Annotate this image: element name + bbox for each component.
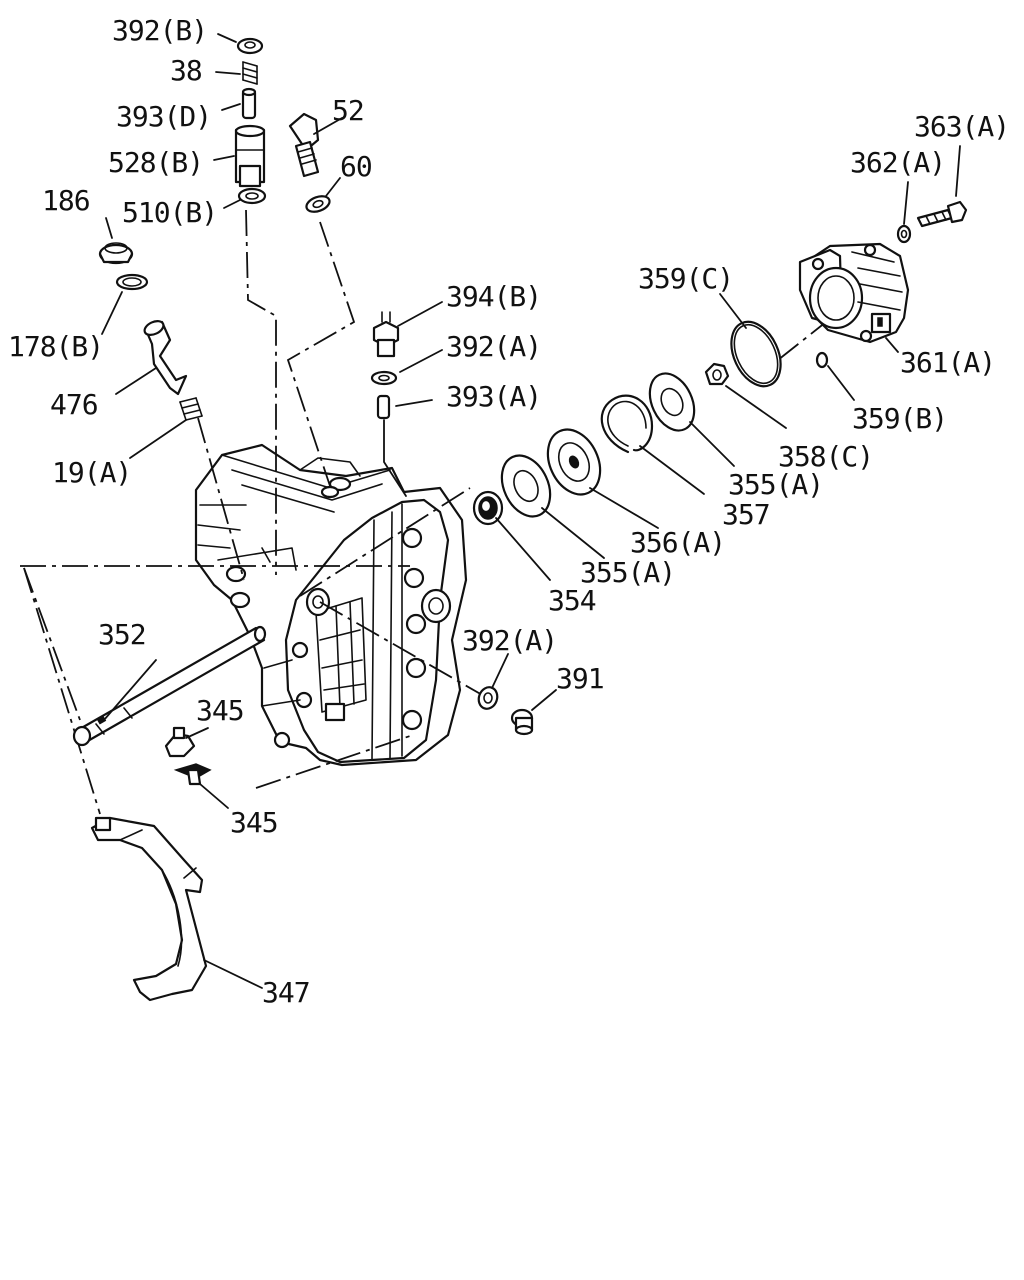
detent-345-bottom: [173, 763, 212, 786]
disc-355a-left: [500, 454, 552, 518]
housing-361a: [798, 242, 910, 344]
label-356a: 356(A): [630, 526, 725, 559]
label-392b: 392(B): [112, 14, 207, 47]
label-391: 391: [556, 662, 604, 695]
label-52: 52: [332, 94, 364, 127]
piston-356a: [546, 428, 602, 496]
seal-354: [472, 490, 504, 526]
bolt-363a: [916, 200, 968, 228]
label-38: 38: [170, 54, 202, 87]
label-393a: 393(A): [446, 380, 541, 413]
pin-393d: [241, 87, 257, 120]
label-359b: 359(B): [852, 402, 947, 435]
plug-528b: [234, 124, 266, 188]
label-345-top: 345: [196, 694, 244, 727]
label-359c: 359(C): [638, 262, 733, 295]
washer-362a: [896, 224, 912, 244]
shift-shaft-352: [72, 625, 267, 747]
oring-359b: [815, 351, 829, 369]
label-394b: 394(B): [446, 280, 541, 313]
detent-345-top: [164, 726, 196, 758]
washer-392b: [236, 37, 264, 55]
label-354: 354: [548, 584, 596, 617]
sensor-52: [288, 112, 320, 178]
shift-fork-347: [90, 816, 208, 1002]
callout-leaders: [101, 33, 961, 989]
pin-393a: [376, 394, 391, 420]
switch-394b: [372, 311, 400, 358]
sleeve-476: [143, 320, 188, 396]
plug-391: [510, 708, 534, 736]
label-345-bottom: 345: [230, 806, 278, 839]
spring-38: [242, 61, 258, 85]
plug-186: [98, 242, 134, 265]
assembly-center-lines: [20, 209, 827, 815]
oring-359c: [730, 320, 782, 388]
label-357: 357: [722, 498, 770, 531]
label-528b: 528(B): [108, 146, 203, 179]
label-361a: 361(A): [900, 346, 995, 379]
washer-60: [305, 195, 331, 213]
callout-labels: 392(B) 38 393(D) 52 528(B) 60 186 510(B)…: [8, 14, 1010, 1009]
label-510b: 510(B): [122, 196, 217, 229]
label-476: 476: [50, 388, 98, 421]
disc-355a-right: [648, 372, 696, 432]
label-355a-right: 355(A): [728, 468, 823, 501]
label-178b: 178(B): [8, 330, 103, 363]
label-392a-top: 392(A): [446, 330, 541, 363]
label-362a: 362(A): [850, 146, 945, 179]
label-358c: 358(C): [778, 440, 873, 473]
nut-358c: [704, 362, 730, 386]
spring-19a: [179, 397, 203, 421]
label-60: 60: [340, 150, 372, 183]
label-347: 347: [262, 976, 310, 1009]
label-352: 352: [98, 618, 146, 651]
label-186: 186: [42, 184, 90, 217]
washer-510b: [237, 187, 267, 205]
case-bolt-bosses: [273, 527, 427, 749]
label-355a-left: 355(A): [580, 556, 675, 589]
oring-178b: [115, 273, 149, 291]
label-363a: 363(A): [914, 110, 1009, 143]
label-393d: 393(D): [116, 100, 211, 133]
washer-392a-low: [477, 686, 499, 710]
washer-392a-top: [370, 370, 398, 386]
label-19a: 19(A): [52, 456, 131, 489]
label-392a-low: 392(A): [462, 624, 557, 657]
snap-ring-357: [600, 394, 654, 454]
